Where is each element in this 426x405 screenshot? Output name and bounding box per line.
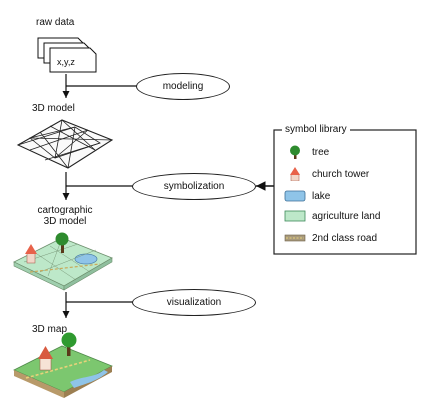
rendered-3d-map-icon (13, 332, 113, 398)
visualization-process: visualization (132, 289, 256, 316)
tree-icon (284, 145, 306, 159)
cartographic-label-line2: 3D model (43, 216, 87, 227)
symbolization-process: symbolization (132, 173, 256, 200)
raw-data-files-icon (37, 37, 97, 73)
symbol-library-title: symbol library (282, 124, 350, 135)
church-tower-icon (284, 167, 306, 182)
map-3d-label: 3D map (32, 324, 68, 335)
model-3d-label: 3D model (32, 103, 75, 114)
legend-label-tree: tree (312, 146, 330, 158)
legend-label-lake: lake (312, 190, 331, 202)
legend-item-agriculture-land: agriculture land (284, 208, 414, 224)
legend-label-agriculture-land: agriculture land (312, 210, 381, 222)
cartographic-model-icon (13, 232, 113, 291)
legend-label-road: 2nd class road (312, 232, 378, 244)
legend-item-church-tower: church tower (284, 166, 414, 182)
tin-wireframe-model-icon (16, 119, 114, 169)
legend-item-road: 2nd class road (284, 230, 414, 246)
legend-item-lake: lake (284, 188, 414, 204)
modeling-process: modeling (136, 73, 230, 100)
agriculture-land-icon (284, 209, 306, 223)
file-content-label: x,y,z (57, 57, 75, 67)
legend-label-church-tower: church tower (312, 168, 370, 180)
lake-icon (284, 189, 306, 203)
cartographic-label-line1: cartographic (37, 205, 93, 216)
raw-data-label: raw data (36, 17, 75, 28)
legend-item-tree: tree (284, 144, 414, 160)
road-icon (284, 231, 306, 245)
